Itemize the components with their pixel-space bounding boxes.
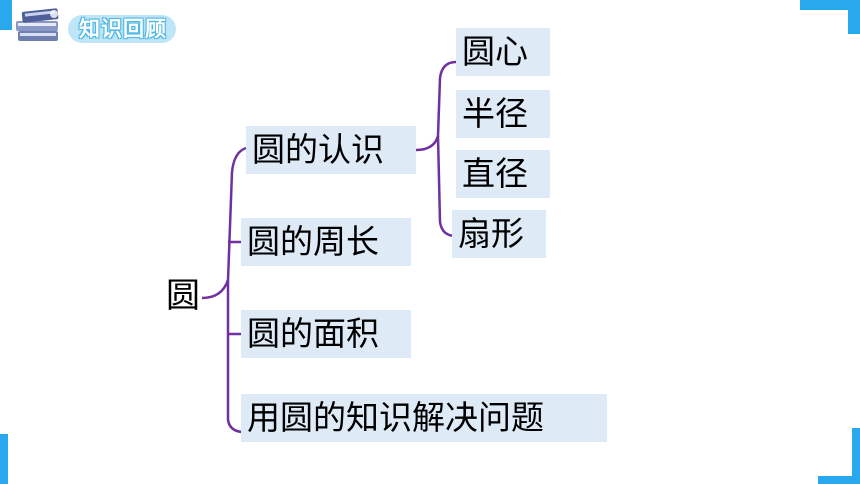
books-icon	[16, 8, 59, 41]
mindmap-root: 圆	[166, 276, 200, 316]
badge-pill	[68, 15, 176, 43]
frame-bottom-right-foot	[818, 476, 860, 484]
subnode-center: 圆心	[456, 28, 550, 76]
subnode-sector: 扇形	[452, 210, 546, 258]
frame-right-top-bar	[848, 0, 860, 34]
subnode-radius: 半径	[456, 90, 550, 138]
branch-problem-solving: 用圆的知识解决问题	[241, 394, 607, 442]
section-badge: 知识回顾	[12, 5, 177, 45]
sub-connector	[415, 60, 457, 152]
branch-circle-circumference: 圆的周长	[241, 218, 411, 266]
section-title: 知识回顾	[79, 17, 167, 41]
branch-circle-area: 圆的面积	[241, 310, 411, 358]
frame-bottom-right-bar	[852, 428, 860, 484]
frame-bottom-left-bar	[0, 434, 8, 484]
root-connector	[201, 146, 247, 300]
frame-top-right-bar	[800, 0, 860, 10]
branch-circle-recognition: 圆的认识	[246, 126, 416, 174]
subnode-diameter: 直径	[456, 150, 550, 198]
frame-top-left-bar	[0, 0, 12, 30]
